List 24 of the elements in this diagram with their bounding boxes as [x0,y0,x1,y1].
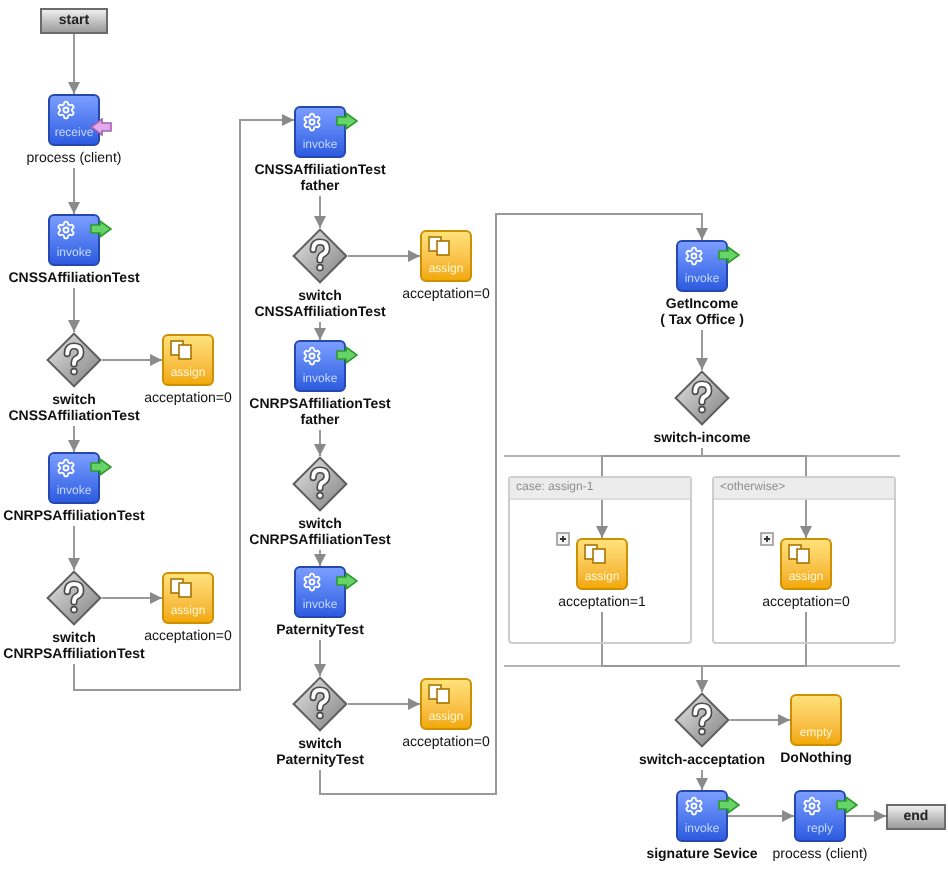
arrow [101,592,163,604]
case-box [712,476,896,644]
arrow [314,429,326,457]
arrow [347,250,421,262]
arrow [68,33,80,95]
arrow [314,549,326,567]
arrow [73,114,295,691]
arrow [68,167,80,215]
arrow [727,810,795,822]
arrow [314,321,326,341]
arrow [68,287,80,333]
arrow [347,698,421,710]
arrow [314,639,326,677]
arrow [101,354,163,366]
arrow [319,213,708,795]
arrow [696,329,708,371]
arrow [696,769,708,791]
arrow [845,810,887,822]
arrow [729,714,791,726]
arrow [696,611,807,693]
arrow [314,195,326,229]
case-box [508,476,692,644]
arrow [68,525,80,571]
arrow [68,425,80,453]
